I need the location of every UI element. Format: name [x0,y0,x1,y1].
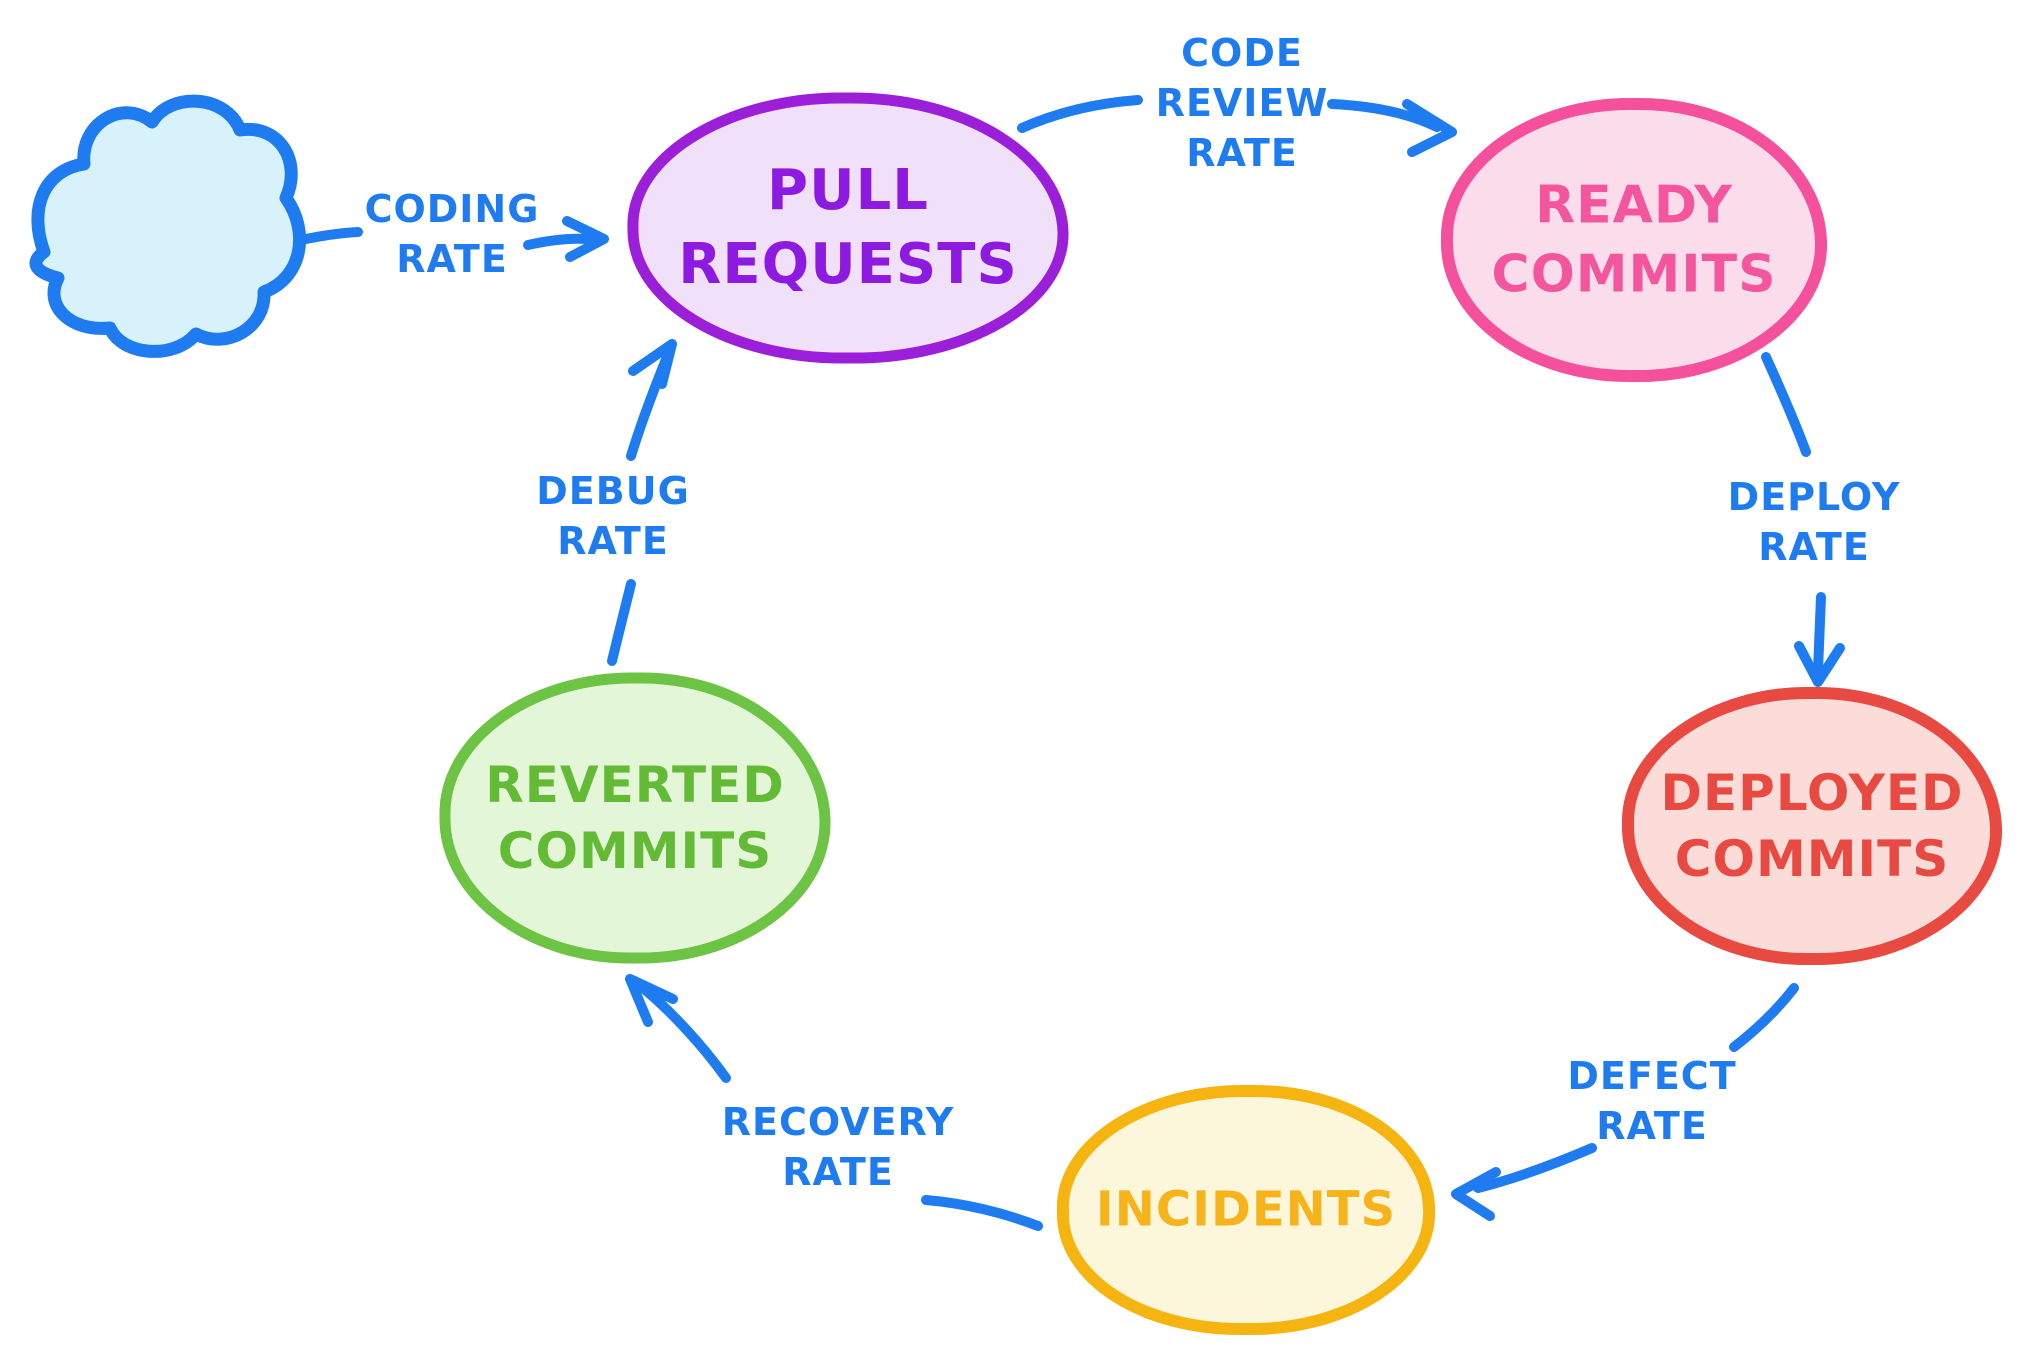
reverted-commits-label: REVERTED COMMITS [485,756,785,880]
recovery-rate-label: RECOVERY RATE [721,1099,955,1194]
edge-recovery-rate-line1 [921,1195,1043,1231]
edge-deploy-rate-line1 [1761,352,1811,457]
ready-commits-blob [1440,97,1828,383]
edge-defect-rate-arrowhead [1451,1167,1501,1221]
reverted-commits-blob [439,672,831,964]
edge-coding-rate-line [523,233,593,250]
edge-recovery-rate-line2 [638,983,731,1083]
incidents-blob [1056,1084,1436,1336]
deploy-rate-label: DEPLOY RATE [1727,474,1901,569]
pull-requests-blob [627,92,1069,364]
edge-coding-rate-arrowhead [562,216,609,262]
edge-defect-rate-line1 [1729,983,1799,1052]
edge-debug-rate-line1 [607,579,636,666]
idea-cloud-shape [29,94,306,358]
coding-rate-label: CODING RATE [364,186,540,281]
incidents-label: INCIDENTS [1095,1181,1397,1238]
edge-code-review-rate-line2 [1327,99,1442,132]
deployed-commits-label: DEPLOYED COMMITS [1660,764,1964,888]
edge-recovery-rate-arrowhead [625,974,678,1027]
defect-rate-label: DEFECT RATE [1567,1053,1737,1148]
edge-code-review-rate-line1 [1017,95,1143,133]
pull-requests-label: PULL REQUESTS [678,158,1018,297]
edge-arrows [296,95,1845,1231]
edge-deploy-rate-arrowhead [1794,641,1845,687]
code-review-rate-label: CODE REVIEW RATE [1155,30,1329,176]
deployed-commits-blob [1621,686,2003,966]
edge-deploy-rate-line2 [1813,592,1826,675]
edge-coding-rate-dash [296,227,363,245]
edge-debug-rate-arrowhead [628,339,677,389]
ready-commits-label: READY COMMITS [1491,175,1777,304]
edge-defect-rate-line2 [1473,1143,1597,1193]
debug-rate-label: DEBUG RATE [536,468,690,563]
edge-code-review-rate-arrowhead [1402,99,1457,157]
